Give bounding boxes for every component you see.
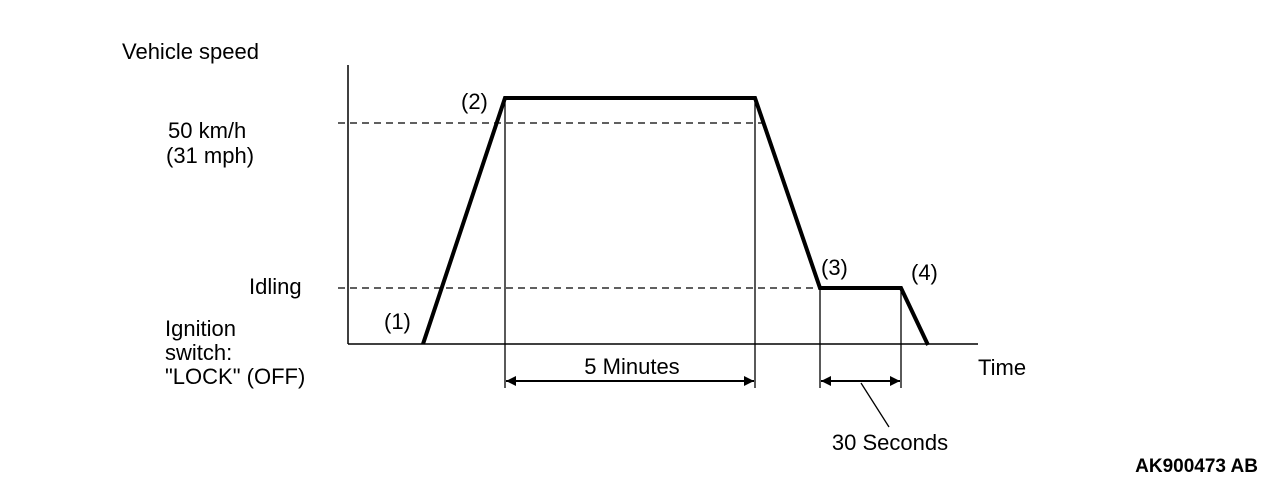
ignition-label: Ignition	[165, 316, 236, 341]
speed-label: 50 km/h	[168, 118, 246, 143]
point-label-1: (1)	[384, 309, 411, 334]
speed-label-mph: (31 mph)	[166, 143, 254, 168]
y-axis-title: Vehicle speed	[122, 39, 259, 64]
point-label-3: (3)	[821, 255, 848, 280]
ignition-label: "LOCK" (OFF)	[165, 364, 305, 389]
thirty-seconds-label: 30 Seconds	[832, 430, 948, 455]
speed-profile-line	[421, 96, 930, 346]
leader-line	[860, 382, 890, 428]
five-minutes-label: 5 Minutes	[584, 354, 679, 379]
idling-label: Idling	[249, 274, 302, 299]
x-axis-title: Time	[978, 355, 1026, 380]
point-label-2: (2)	[461, 89, 488, 114]
figure-code: AK900473 AB	[1135, 456, 1258, 477]
ignition-label: switch:	[165, 340, 232, 365]
point-label-4: (4)	[911, 260, 938, 285]
